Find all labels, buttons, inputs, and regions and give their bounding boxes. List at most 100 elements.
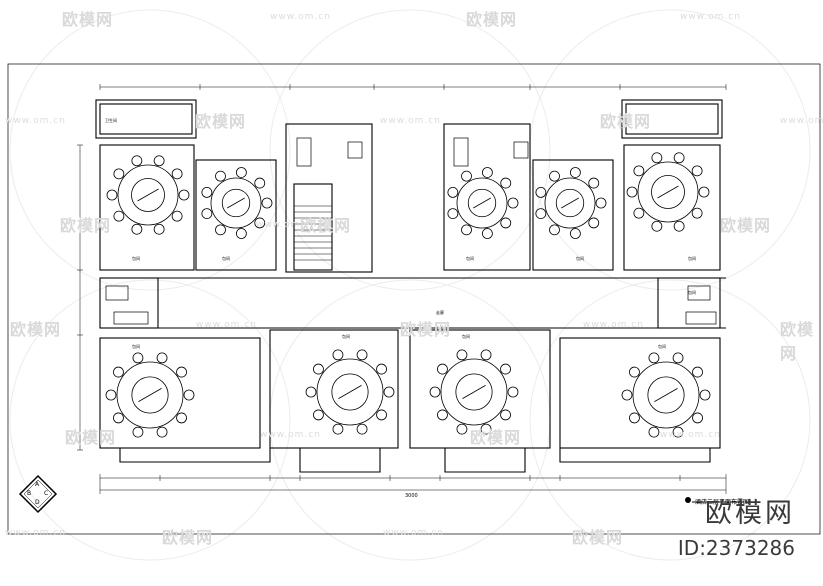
chair (171, 210, 183, 222)
bottom-dimension-lines (99, 474, 727, 494)
lazy-susan (647, 376, 685, 414)
round-table (106, 155, 190, 235)
round-table (429, 349, 519, 435)
watermark-url: www.om.cn (260, 430, 321, 440)
chair (313, 363, 324, 375)
chair (500, 217, 512, 229)
drawing-frame (7, 63, 821, 535)
round-table (626, 152, 710, 232)
chair (500, 177, 512, 189)
model-id: ID:2373286 (677, 536, 795, 560)
chair (332, 423, 344, 435)
chair (569, 167, 581, 178)
chair (692, 412, 703, 424)
overall-dimension: 3000 (405, 493, 418, 499)
watermark-url: www.om.cn (5, 528, 66, 538)
chair (254, 177, 266, 189)
round-table (621, 352, 711, 438)
table-mark (227, 197, 245, 209)
chair (313, 409, 324, 421)
table-mark (138, 388, 162, 402)
plan-title: 酒店二层平面布置图 (695, 499, 750, 506)
round-table (105, 352, 195, 438)
brand-logo-text: 欧模网 (705, 498, 795, 529)
watermark-url: www.om.cn (383, 528, 444, 538)
chair (176, 412, 187, 424)
table-mark (561, 197, 579, 209)
chair (588, 217, 600, 229)
chair (332, 349, 344, 361)
chair (156, 352, 168, 364)
chair (651, 220, 663, 232)
table-top (544, 177, 596, 229)
chair (549, 224, 560, 236)
round-table (447, 167, 519, 239)
room-label-1: 包间 (132, 256, 140, 261)
compass-letter-c: C (44, 490, 49, 497)
chair (156, 426, 168, 438)
room-label-3: 包间 (466, 256, 474, 261)
chair (673, 152, 685, 164)
lazy-susan (455, 373, 493, 411)
watermark-logo: 欧模网 (300, 216, 352, 235)
watermark-url: www.om.cn (583, 320, 644, 330)
table-mark (462, 385, 486, 399)
watermark-logo: 欧模网 (400, 320, 452, 339)
chair (153, 155, 165, 167)
chair (113, 412, 124, 424)
round-table (201, 167, 273, 239)
room-label-5: 包间 (688, 256, 696, 261)
watermark-logo: 欧模网 (600, 112, 652, 131)
chair (429, 386, 441, 398)
room-label-corridor: 走廊 (436, 310, 444, 315)
chair (201, 186, 213, 198)
chair (672, 352, 684, 364)
chair (588, 177, 600, 189)
chair (261, 197, 273, 209)
chair (699, 389, 711, 401)
round-tables (105, 152, 711, 438)
chair (132, 352, 144, 364)
compass-rose (18, 474, 58, 514)
chair (481, 167, 493, 178)
left-dimension-line (77, 144, 83, 451)
watermark-url: www.om.cn (270, 12, 331, 22)
chair (215, 170, 226, 182)
watermark-logo: 欧模网 (572, 528, 624, 547)
table-top (456, 177, 508, 229)
lazy-susan (467, 188, 497, 218)
table-top (637, 161, 699, 223)
table-mark (473, 197, 491, 209)
table-top (316, 358, 384, 426)
table-top (440, 358, 508, 426)
chair (113, 366, 124, 378)
table-top (632, 361, 700, 429)
compass-letter-b: B (27, 490, 32, 497)
chair (456, 349, 468, 361)
watermark-logo: 欧模网 (195, 112, 247, 131)
chair (461, 224, 472, 236)
room-label-4: 包间 (576, 256, 584, 261)
chair (447, 208, 459, 220)
watermark-logo: 欧模网 (60, 216, 112, 235)
watermark-logo: 欧模网 (720, 216, 772, 235)
walls (95, 99, 726, 473)
chair (691, 207, 703, 219)
chair (105, 389, 117, 401)
chair (356, 349, 368, 361)
table-top (117, 164, 179, 226)
furniture (105, 137, 717, 325)
watermark-logo: 欧模网 (162, 528, 214, 547)
watermark-logo: 欧模网 (10, 320, 62, 339)
title-bullet (685, 497, 691, 503)
room-label-10: 包间 (688, 290, 696, 295)
chair (106, 189, 118, 201)
chair (215, 224, 226, 236)
lazy-susan (221, 188, 251, 218)
chair (356, 423, 368, 435)
lazy-susan (131, 178, 165, 212)
lazy-susan (555, 188, 585, 218)
watermark-logo: 欧模网 (780, 320, 815, 363)
chair (254, 217, 266, 229)
